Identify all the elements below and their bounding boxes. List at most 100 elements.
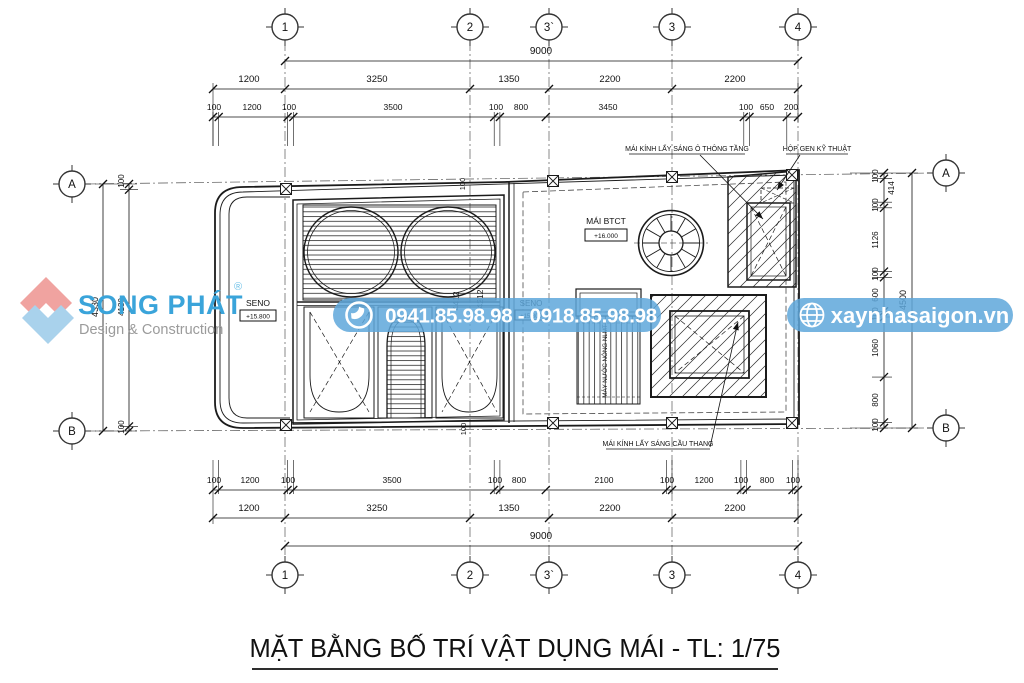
- svg-text:100: 100: [489, 102, 503, 112]
- seno-left-label: SENO +15.800: [239, 298, 277, 322]
- svg-text:3: 3: [669, 22, 675, 34]
- svg-text:100: 100: [871, 169, 880, 183]
- svg-text:1: 1: [282, 22, 288, 34]
- globe-icon: [799, 302, 825, 328]
- svg-text:800: 800: [760, 475, 774, 485]
- svg-text:1350: 1350: [498, 503, 519, 514]
- svg-text:100: 100: [786, 475, 800, 485]
- svg-text:100: 100: [488, 475, 502, 485]
- grid-labels-top: 1 2 3` 3 4: [282, 22, 802, 34]
- svg-text:2100: 2100: [595, 475, 614, 485]
- svg-text:2200: 2200: [599, 74, 620, 85]
- svg-text:100: 100: [281, 475, 295, 485]
- svg-text:4: 4: [795, 570, 802, 582]
- annotations: MÁI KÍNH LẤY SÁNG Ô THÔNG TẦNG HỘP GEN K…: [603, 143, 852, 450]
- svg-text:MẶT BẰNG BỐ TRÍ VẬT DỤNG MÁI -: MẶT BẰNG BỐ TRÍ VẬT DỤNG MÁI - TL: 1/75: [250, 633, 781, 663]
- bubble-crosshairs: [53, 8, 965, 594]
- svg-text:3`: 3`: [544, 22, 554, 34]
- grid-labels-right: AB: [942, 168, 950, 435]
- dim-left-overall: 4330: [90, 297, 100, 317]
- phone-numbers: 0941.85.98.98 - 0918.85.98.98: [385, 305, 657, 328]
- website-text: xaynhasaigon.vn: [831, 303, 1010, 328]
- svg-text:4130: 4130: [117, 298, 126, 316]
- skylight-stair-label: MÁI KÍNH LẤY SÁNG CẦU THANG: [603, 438, 714, 448]
- dim-wall-top: 100: [458, 178, 467, 191]
- svg-text:4: 4: [795, 22, 802, 34]
- water-heater-label: MÁY NƯỚC NÓNG NLMT: [602, 324, 609, 398]
- dim-top-overall: 9000: [530, 46, 553, 57]
- svg-text:100: 100: [871, 267, 880, 281]
- dim-right-chain: 100 414 100 1126 100 600 100 1060 800 10…: [871, 169, 896, 432]
- watermark-website: xaynhasaigon.vn: [787, 298, 1013, 332]
- logo-registered: ®: [234, 281, 242, 293]
- dim-left-chain: 100 4130 100: [117, 174, 126, 434]
- svg-text:1: 1: [282, 570, 288, 582]
- svg-text:B: B: [942, 423, 950, 435]
- svg-text:414: 414: [887, 181, 896, 195]
- svg-text:100: 100: [660, 475, 674, 485]
- dome-skylight: [634, 209, 708, 277]
- mai-btct-label: MÁI BTCT +16.000: [584, 216, 628, 242]
- svg-text:A: A: [942, 168, 950, 180]
- svg-text:+15.800: +15.800: [246, 314, 270, 321]
- svg-text:100: 100: [282, 102, 296, 112]
- svg-text:1200: 1200: [238, 74, 259, 85]
- company-logo: SONG PHÁT ® Design & Construction: [20, 277, 243, 344]
- svg-text:3`: 3`: [544, 570, 554, 582]
- leader-arrowheads: [732, 181, 784, 331]
- watermark-phone: 0941.85.98.98 - 0918.85.98.98: [333, 298, 661, 332]
- svg-text:B: B: [68, 426, 76, 438]
- svg-text:3: 3: [669, 570, 675, 582]
- svg-text:3450: 3450: [599, 102, 618, 112]
- svg-text:1200: 1200: [241, 475, 260, 485]
- svg-text:1126: 1126: [871, 231, 880, 249]
- svg-text:2200: 2200: [724, 74, 745, 85]
- svg-text:MÁI BTCT: MÁI BTCT: [586, 216, 626, 226]
- skylight-void-label: MÁI KÍNH LẤY SÁNG Ô THÔNG TẦNG: [625, 143, 749, 153]
- svg-text:100: 100: [207, 102, 221, 112]
- logo-tagline: Design & Construction: [79, 322, 223, 338]
- stair-skylight: [650, 294, 767, 398]
- svg-text:100: 100: [871, 418, 880, 432]
- vault-skylight-ellipses: [303, 206, 496, 298]
- svg-text:1350: 1350: [498, 74, 519, 85]
- svg-text:1200: 1200: [238, 503, 259, 514]
- svg-text:SENO: SENO: [246, 298, 270, 308]
- tech-box-label: HỘP GEN KỸ THUẬT: [783, 144, 852, 153]
- svg-text:3500: 3500: [384, 102, 403, 112]
- svg-text:1200: 1200: [695, 475, 714, 485]
- void-skylight: [727, 170, 797, 288]
- grid-labels-left: AB: [68, 179, 76, 438]
- svg-text:100: 100: [117, 174, 126, 188]
- svg-text:800: 800: [871, 393, 880, 407]
- phone-icon: [345, 301, 373, 329]
- svg-text:2: 2: [467, 22, 473, 34]
- drawing-title: MẶT BẰNG BỐ TRÍ VẬT DỤNG MÁI - TL: 1/75: [250, 633, 781, 670]
- svg-text:200: 200: [784, 102, 798, 112]
- svg-text:600: 600: [871, 288, 880, 302]
- svg-text:+16.000: +16.000: [594, 233, 618, 240]
- seno-gutter-line: [228, 196, 290, 419]
- svg-text:100: 100: [734, 475, 748, 485]
- dim-bottom-overall: 9000: [530, 531, 553, 542]
- svg-text:1060: 1060: [871, 339, 880, 357]
- tech-shaft-box: [760, 187, 795, 204]
- svg-text:800: 800: [514, 102, 528, 112]
- svg-text:100: 100: [739, 102, 753, 112]
- dim-row-top-detail: 100 1200 100 3500 100 800 3450 100 650 200: [207, 102, 798, 112]
- svg-text:100: 100: [117, 420, 126, 434]
- svg-text:800: 800: [512, 475, 526, 485]
- svg-text:650: 650: [760, 102, 774, 112]
- svg-text:A: A: [68, 179, 76, 191]
- svg-text:1200: 1200: [243, 102, 262, 112]
- grid-bubbles: [53, 8, 965, 594]
- logo-diamond-pink: [20, 277, 72, 316]
- right-roof-block: [522, 170, 797, 415]
- svg-text:2200: 2200: [724, 503, 745, 514]
- logo-diamond-blue: [22, 305, 74, 344]
